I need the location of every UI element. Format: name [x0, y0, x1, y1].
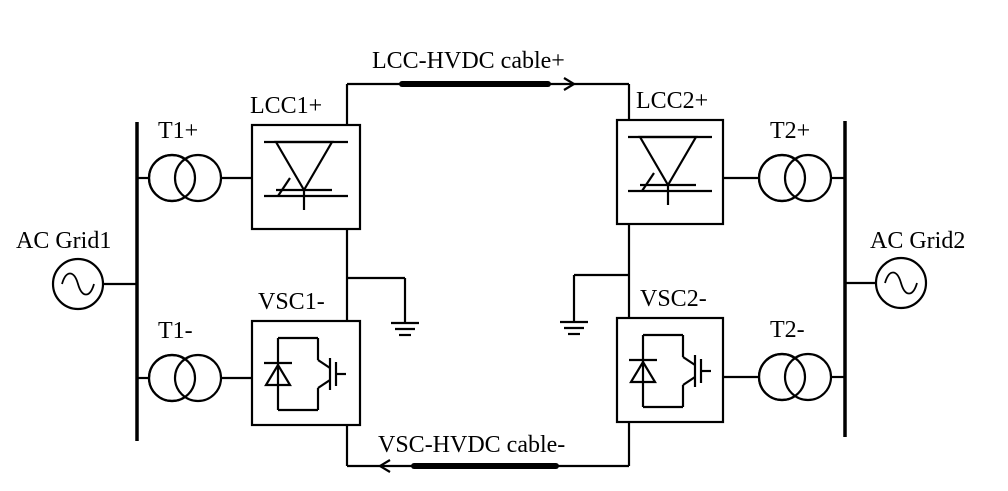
vsc2-converter — [615, 316, 725, 424]
lcc1-converter — [250, 123, 362, 231]
t2-minus-label: T2- — [770, 317, 805, 343]
vsc2-label: VSC2- — [640, 286, 707, 312]
lcc2-converter — [615, 118, 725, 226]
lcc2-label: LCC2+ — [636, 88, 708, 114]
ac-grid2-source — [845, 256, 928, 310]
transformer-t1-minus — [137, 353, 252, 403]
lcc-hvdc-cable — [345, 77, 631, 125]
left-ground-connection — [345, 229, 419, 337]
vsc-hvdc-cable — [345, 422, 631, 473]
transformer-t1-plus — [137, 153, 252, 203]
transformer-t2-minus — [723, 352, 845, 402]
t1-plus-label: T1+ — [158, 118, 198, 144]
transformer-t2-plus — [723, 153, 845, 203]
ac-grid2-label: AC Grid2 — [870, 228, 965, 254]
lcc-cable-label: LCC-HVDC cable+ — [372, 48, 565, 74]
vsc1-converter — [250, 319, 362, 427]
t1-minus-label: T1- — [158, 318, 193, 344]
ac-grid1-source — [51, 257, 137, 311]
lcc1-label: LCC1+ — [250, 93, 322, 119]
ac-grid1-label: AC Grid1 — [16, 228, 111, 254]
t2-plus-label: T2+ — [770, 118, 810, 144]
right-ground-connection — [560, 224, 631, 336]
vsc1-label: VSC1- — [258, 289, 325, 315]
vsc-cable-label: VSC-HVDC cable- — [378, 432, 565, 458]
